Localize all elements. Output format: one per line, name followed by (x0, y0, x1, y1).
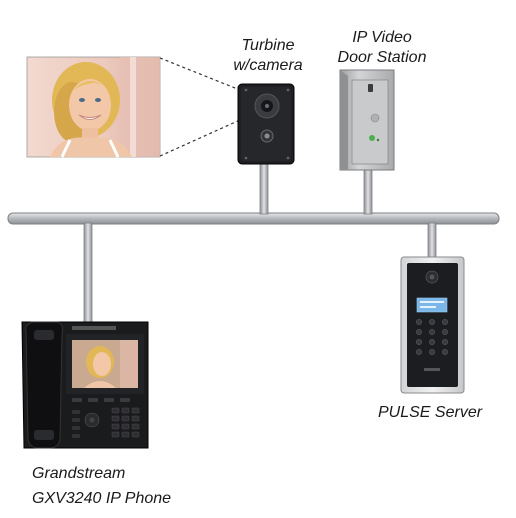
network-bus (7, 212, 500, 225)
door-station-label-line2: Door Station (337, 49, 427, 66)
ip-phone-label-line1: Grandstream (32, 465, 126, 482)
turbine-label-line1: Turbine (241, 37, 295, 54)
door-station-label: IP Video Door Station (322, 28, 442, 68)
camera-feed-portrait-icon (26, 56, 161, 158)
ip-phone-label: Grandstream GXV3240 IP Phone (32, 461, 202, 511)
pulse-server-label: PULSE Server (378, 404, 483, 421)
pulse-server-panel-icon (400, 256, 465, 394)
door-station-icon (339, 69, 395, 171)
turbine-label-line2: w/camera (233, 57, 303, 74)
turbine-intercom-icon (237, 83, 295, 165)
turbine-label: Turbine w/camera (223, 36, 313, 76)
drop-door-station (363, 169, 373, 215)
drop-turbine (259, 163, 269, 215)
drop-ip-phone (83, 222, 93, 324)
ip-phone-icon (21, 321, 149, 449)
door-station-label-line1: IP Video (352, 29, 412, 46)
bus-drops (83, 163, 437, 324)
callout-lines (159, 57, 241, 157)
drop-pulse-server (427, 222, 437, 259)
ip-phone-label-line2: GXV3240 IP Phone (32, 490, 172, 507)
